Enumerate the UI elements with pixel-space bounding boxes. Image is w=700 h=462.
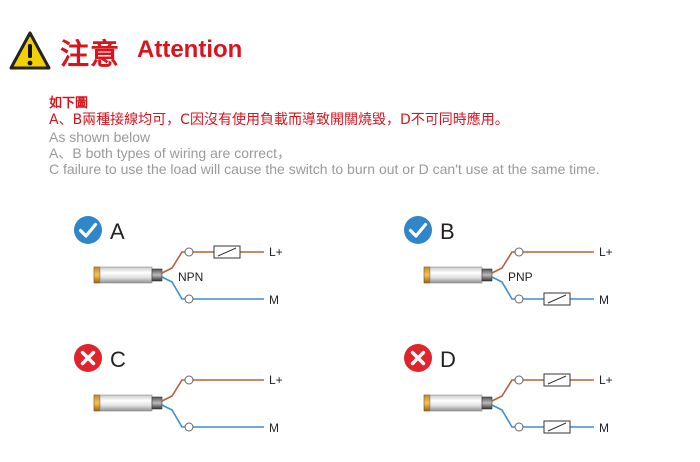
brown-wire (491, 379, 594, 402)
panel-letter: A (110, 219, 125, 244)
terminal-top (184, 247, 194, 257)
load-resistor-bottom-icon (543, 420, 571, 434)
output-type-label: PNP (508, 270, 533, 284)
terminal-bottom (184, 294, 194, 304)
notes-line-english-2: A、B both types of wiring are correct， (49, 145, 291, 161)
load-resistor-top-icon (213, 245, 241, 259)
notes-line-chinese: A、B兩種接線均可，C因沒有使用負載而導致開關燒毀，D不可同時應用。 (49, 112, 509, 128)
terminal-top (514, 247, 524, 257)
notes-line-english-1: As shown below (49, 129, 151, 145)
output-type-label: NPN (178, 270, 203, 284)
proximity-sensor (93, 266, 163, 284)
check-icon (74, 216, 102, 244)
terminal-bottom (514, 294, 524, 304)
panel-letter: C (110, 347, 126, 372)
label-l-plus: L+ (599, 373, 613, 387)
proximity-sensor (423, 266, 493, 284)
wiring-panel-b: B L+ M PNP (404, 216, 613, 307)
label-m: M (599, 293, 609, 307)
proximity-sensor (423, 394, 493, 412)
wiring-panel-a: A L+ M NPN (74, 216, 283, 307)
title-english: Attention (137, 36, 243, 63)
wiring-panel-c: C L+ M (74, 344, 283, 435)
notes-block: 如下圖 A、B兩種接線均可，C因沒有使用負載而導致開關燒毀，D不可同時應用。 A… (49, 95, 689, 177)
title-chinese: 注意 (60, 37, 121, 71)
notes-line-english-3: C failure to use the load will cause the… (49, 161, 600, 177)
blue-wire (161, 404, 264, 428)
load-resistor-bottom-icon (543, 292, 571, 306)
label-l-plus: L+ (269, 245, 283, 259)
blue-wire (491, 404, 594, 428)
terminal-bottom (514, 422, 524, 432)
panel-letter: B (440, 219, 455, 244)
panel-letter: D (440, 347, 456, 372)
label-m: M (599, 421, 609, 435)
load-resistor-top-icon (543, 373, 571, 387)
terminal-top (514, 375, 524, 385)
terminal-bottom (184, 422, 194, 432)
notes-heading: 如下圖 (49, 96, 89, 111)
label-m: M (269, 293, 279, 307)
cross-icon (74, 344, 102, 372)
label-l-plus: L+ (599, 245, 613, 259)
label-l-plus: L+ (269, 373, 283, 387)
brown-wire (161, 379, 264, 402)
warning-triangle-icon (9, 31, 51, 70)
brown-wire (491, 251, 594, 274)
label-m: M (269, 421, 279, 435)
cross-icon (404, 344, 432, 372)
wiring-panel-d: D L+ M (404, 344, 613, 435)
blue-wire (161, 276, 264, 300)
proximity-sensor (93, 394, 163, 412)
check-icon (404, 216, 432, 244)
terminal-top (184, 375, 194, 385)
attention-header: 注意 Attention (8, 30, 408, 74)
